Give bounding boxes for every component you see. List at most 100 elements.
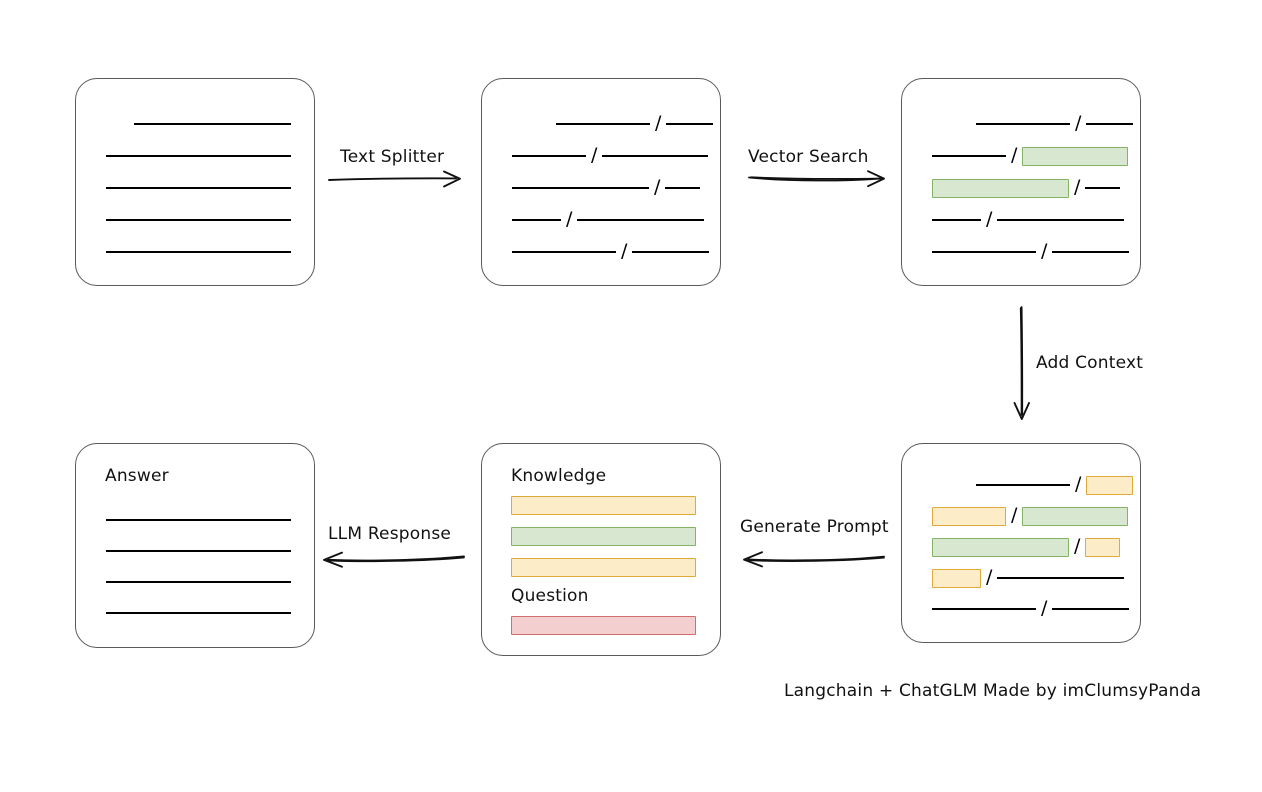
text-underline bbox=[106, 219, 291, 221]
segment-separator: / bbox=[1041, 596, 1048, 619]
text-underline bbox=[106, 581, 291, 583]
footer-caption: Langchain + ChatGLM Made by imClumsyPand… bbox=[784, 681, 1202, 701]
text-line: / bbox=[932, 503, 1129, 526]
source-document-card[interactable] bbox=[75, 78, 315, 286]
text-underline bbox=[512, 219, 561, 221]
text-line: / bbox=[932, 207, 1125, 230]
text-line: / bbox=[512, 207, 705, 230]
segment-separator: / bbox=[655, 111, 662, 134]
arrow-text-splitter-label: Text Splitter bbox=[340, 147, 445, 167]
text-line: / bbox=[512, 239, 710, 262]
answer-label: Answer bbox=[105, 466, 169, 486]
segment-separator: / bbox=[1011, 503, 1018, 526]
arrow-add-context-label: Add Context bbox=[1036, 353, 1144, 373]
text-line bbox=[106, 117, 291, 131]
text-line: / bbox=[932, 175, 1121, 198]
segment-separator: / bbox=[1041, 239, 1048, 262]
text-underline bbox=[932, 219, 981, 221]
text-line: / bbox=[932, 534, 1121, 557]
arrow-llm-response-label: LLM Response bbox=[328, 524, 452, 544]
text-line bbox=[106, 575, 291, 589]
arrow-add-context-icon bbox=[1013, 306, 1030, 420]
text-underline bbox=[932, 608, 1036, 610]
text-underline bbox=[666, 123, 714, 125]
text-underline bbox=[1052, 251, 1130, 253]
segment-separator: / bbox=[591, 143, 598, 166]
highlight-chip-yellow bbox=[1085, 537, 1121, 557]
text-line bbox=[106, 245, 291, 259]
text-underline bbox=[106, 519, 291, 521]
segment-separator: / bbox=[1074, 175, 1081, 198]
vector-search-result-card[interactable]: / / / / / bbox=[901, 78, 1141, 286]
text-line: / bbox=[932, 143, 1129, 166]
arrow-vector-search-icon bbox=[748, 170, 885, 188]
text-underline bbox=[512, 155, 586, 157]
text-underline bbox=[1086, 123, 1134, 125]
segment-separator: / bbox=[566, 207, 573, 230]
highlight-chip-yellow bbox=[932, 506, 1006, 526]
text-underline bbox=[106, 155, 291, 157]
segment-separator: / bbox=[654, 175, 661, 198]
text-line bbox=[106, 606, 291, 620]
highlight-chip-yellow bbox=[932, 568, 981, 588]
highlight-bar-red bbox=[511, 616, 696, 635]
text-line: / bbox=[932, 596, 1130, 619]
text-underline bbox=[134, 123, 291, 125]
text-line: / bbox=[512, 111, 714, 134]
segment-separator: / bbox=[1011, 143, 1018, 166]
knowledge-label: Knowledge bbox=[511, 466, 607, 486]
highlight-bar-yellow bbox=[511, 496, 696, 515]
text-underline bbox=[932, 155, 1006, 157]
highlight-chip-yellow bbox=[1086, 475, 1134, 495]
text-underline bbox=[1052, 608, 1130, 610]
text-line: / bbox=[932, 239, 1130, 262]
arrow-text-splitter-icon bbox=[328, 170, 461, 188]
highlight-chip-green bbox=[932, 537, 1069, 557]
text-line bbox=[106, 181, 291, 195]
text-underline bbox=[106, 187, 291, 189]
text-underline bbox=[997, 219, 1125, 221]
text-line: / bbox=[932, 472, 1134, 495]
arrow-generate-prompt-label: Generate Prompt bbox=[740, 517, 889, 537]
text-line: / bbox=[932, 565, 1125, 588]
text-underline bbox=[106, 251, 291, 253]
text-underline bbox=[106, 550, 291, 552]
segment-separator: / bbox=[621, 239, 628, 262]
highlight-bar-yellow bbox=[511, 558, 696, 577]
text-line: / bbox=[932, 111, 1134, 134]
highlight-chip-green bbox=[932, 178, 1069, 198]
text-underline bbox=[106, 612, 291, 614]
question-label: Question bbox=[511, 586, 589, 606]
highlight-bar-green bbox=[511, 527, 696, 546]
highlight-chip-green bbox=[1022, 506, 1129, 526]
segment-separator: / bbox=[1075, 472, 1082, 495]
highlight-chip-green bbox=[1022, 146, 1129, 166]
segment-separator: / bbox=[1075, 111, 1082, 134]
text-underline bbox=[577, 219, 705, 221]
segment-separator: / bbox=[986, 207, 993, 230]
text-underline bbox=[932, 251, 1036, 253]
segment-separator: / bbox=[986, 565, 993, 588]
text-underline bbox=[997, 577, 1125, 579]
split-document-card[interactable]: / / / / / bbox=[481, 78, 721, 286]
text-underline bbox=[512, 187, 649, 189]
text-line bbox=[106, 544, 291, 558]
text-line bbox=[106, 149, 291, 163]
text-line: / bbox=[512, 175, 701, 198]
segment-separator: / bbox=[1074, 534, 1081, 557]
arrow-vector-search-label: Vector Search bbox=[748, 147, 869, 167]
text-underline bbox=[976, 123, 1070, 125]
text-underline bbox=[632, 251, 710, 253]
text-underline bbox=[665, 187, 701, 189]
text-line: / bbox=[512, 143, 709, 166]
prompt-card[interactable]: Knowledge Question bbox=[481, 443, 721, 656]
text-underline bbox=[976, 484, 1070, 486]
text-underline bbox=[512, 251, 616, 253]
text-underline bbox=[602, 155, 709, 157]
text-underline bbox=[556, 123, 650, 125]
answer-card[interactable]: Answer bbox=[75, 443, 315, 648]
arrow-llm-response-icon bbox=[323, 551, 465, 568]
arrow-generate-prompt-icon bbox=[743, 551, 885, 568]
context-document-card[interactable]: / / / / / bbox=[901, 443, 1141, 643]
text-underline bbox=[1085, 187, 1121, 189]
